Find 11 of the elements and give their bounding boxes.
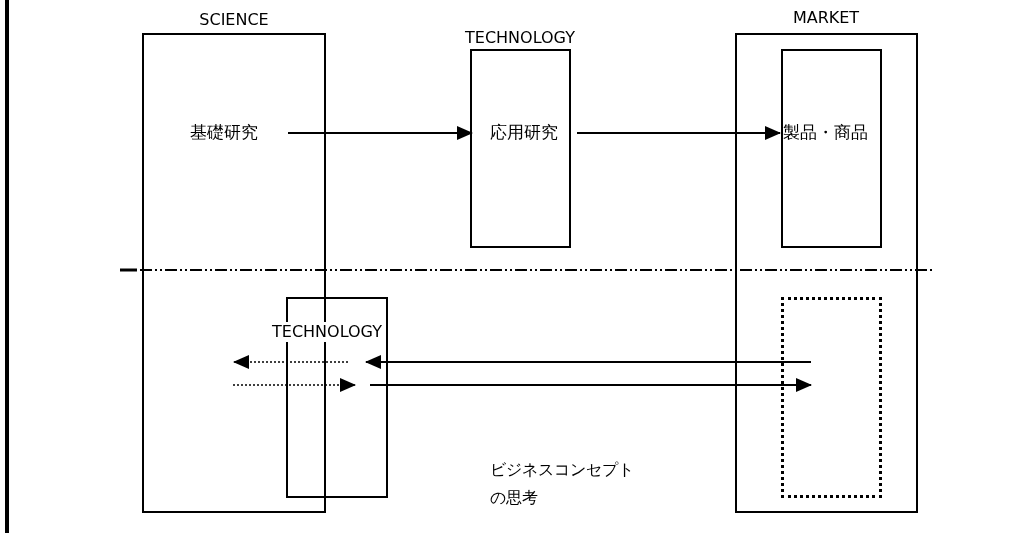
arrow <box>287 126 473 140</box>
heading-label: TECHNOLOGY <box>272 322 382 342</box>
box-text: 基礎研究 <box>190 122 258 142</box>
arrow <box>365 355 812 369</box>
box-text: 応用研究 <box>490 122 558 142</box>
arrow <box>576 126 781 140</box>
dotted-arrow <box>233 355 349 369</box>
arrow <box>369 378 812 392</box>
dotted-arrow <box>232 378 356 392</box>
edge-label: ビジネスコンセプトの思考 <box>490 459 635 509</box>
box-text: 製品・商品 <box>783 122 868 142</box>
